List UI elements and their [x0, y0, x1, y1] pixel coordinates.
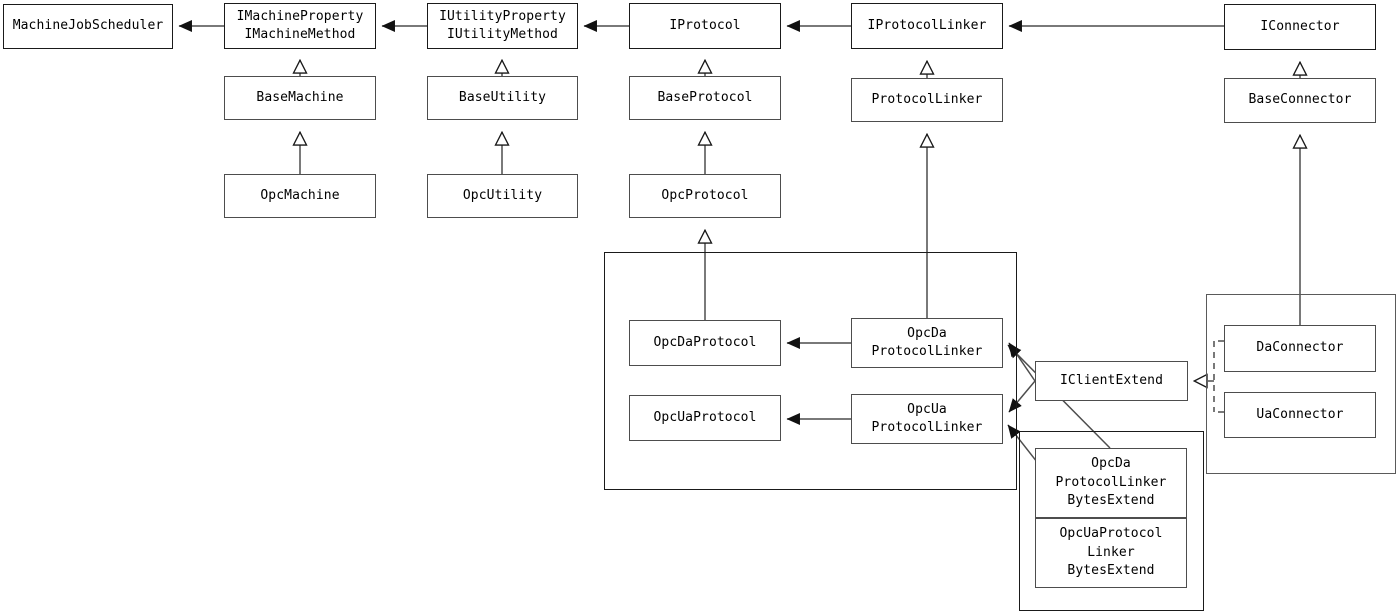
class-label: BaseConnector — [1248, 91, 1351, 109]
class-label: IProtocol — [669, 17, 740, 35]
class-box-ua_connector[interactable]: UaConnector — [1224, 392, 1376, 438]
class-label: DaConnector — [1256, 339, 1343, 357]
class-label: BaseProtocol — [657, 89, 752, 107]
class-label: OpcUtility — [463, 187, 542, 205]
class-label: BaseUtility — [459, 89, 546, 107]
class-label: OpcUaProtocol Linker BytesExtend — [1059, 525, 1162, 580]
class-box-opc_ua_protocol[interactable]: OpcUaProtocol — [629, 395, 781, 441]
class-box-iutility_property[interactable]: IUtilityProperty IUtilityMethod — [427, 3, 578, 49]
class-box-protocol_linker[interactable]: ProtocolLinker — [851, 78, 1003, 122]
class-label: OpcMachine — [260, 187, 339, 205]
class-box-opc_protocol[interactable]: OpcProtocol — [629, 174, 781, 218]
class-label: UaConnector — [1256, 406, 1343, 424]
class-box-da_connector[interactable]: DaConnector — [1224, 325, 1376, 372]
class-label: IProtocolLinker — [868, 17, 987, 35]
class-label: ProtocolLinker — [872, 91, 983, 109]
class-box-base_utility[interactable]: BaseUtility — [427, 76, 578, 120]
class-box-base_machine[interactable]: BaseMachine — [224, 76, 376, 120]
class-label: OpcProtocol — [661, 187, 748, 205]
group-connector_group — [1206, 294, 1396, 474]
class-box-opc_da_protocol_linker_bytes_extend[interactable]: OpcDa ProtocolLinker BytesExtend — [1035, 448, 1187, 518]
class-label: OpcDa ProtocolLinker — [872, 325, 983, 362]
class-box-base_connector[interactable]: BaseConnector — [1224, 78, 1376, 123]
class-box-base_protocol[interactable]: BaseProtocol — [629, 76, 781, 120]
class-box-opc_ua_protocol_linker[interactable]: OpcUa ProtocolLinker — [851, 394, 1003, 444]
class-box-opc_machine[interactable]: OpcMachine — [224, 174, 376, 218]
class-label: IConnector — [1260, 18, 1339, 36]
class-box-iprotocol[interactable]: IProtocol — [629, 3, 781, 49]
class-box-machine_job_scheduler[interactable]: MachineJobScheduler — [3, 4, 173, 49]
class-label: OpcDaProtocol — [653, 334, 756, 352]
class-label: IUtilityProperty IUtilityMethod — [439, 8, 566, 45]
class-box-iconnector[interactable]: IConnector — [1224, 4, 1376, 50]
class-box-opc_ua_protocol_linker_bytes_extend[interactable]: OpcUaProtocol Linker BytesExtend — [1035, 518, 1187, 588]
class-label: OpcUaProtocol — [653, 409, 756, 427]
class-box-opc_da_protocol_linker[interactable]: OpcDa ProtocolLinker — [851, 318, 1003, 368]
class-box-opc_da_protocol[interactable]: OpcDaProtocol — [629, 320, 781, 366]
class-label: MachineJobScheduler — [13, 17, 164, 35]
class-label: BaseMachine — [256, 89, 343, 107]
class-box-opc_utility[interactable]: OpcUtility — [427, 174, 578, 218]
class-box-iclient_extend[interactable]: IClientExtend — [1035, 361, 1188, 401]
class-label: IClientExtend — [1060, 372, 1163, 390]
class-box-imachine_property[interactable]: IMachineProperty IMachineMethod — [224, 3, 376, 49]
class-label: OpcUa ProtocolLinker — [872, 401, 983, 438]
class-label: OpcDa ProtocolLinker BytesExtend — [1056, 455, 1167, 510]
group-opc_protocol_group — [604, 252, 1017, 490]
class-label: IMachineProperty IMachineMethod — [237, 8, 364, 45]
class-box-iprotocol_linker[interactable]: IProtocolLinker — [851, 3, 1003, 49]
